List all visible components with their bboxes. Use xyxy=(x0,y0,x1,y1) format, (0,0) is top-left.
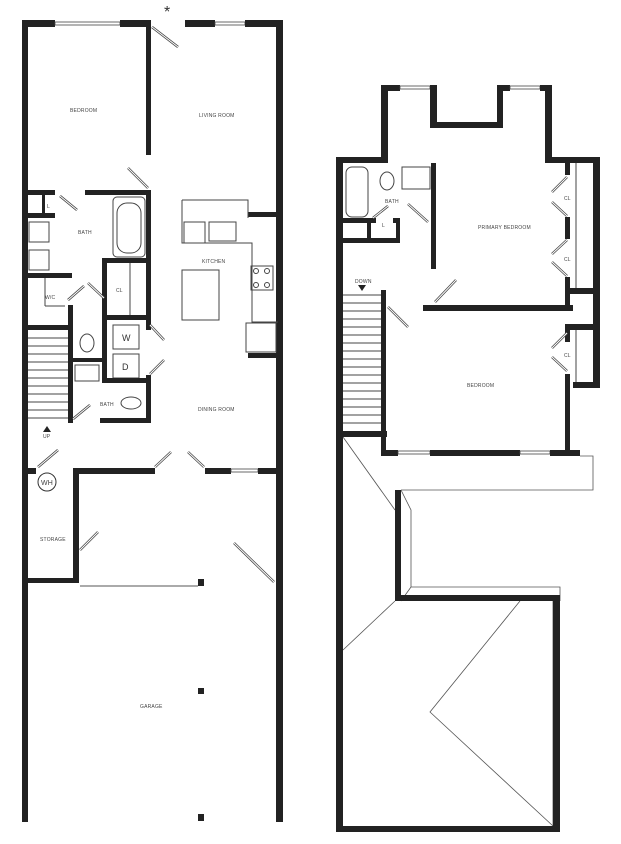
label-kitchen: KITCHEN xyxy=(202,259,226,265)
water-heater xyxy=(37,472,57,492)
label-half-bath: BATH xyxy=(100,402,114,408)
label-dining-room: DINING ROOM xyxy=(198,407,235,413)
label-down: DOWN xyxy=(355,279,372,285)
label-wc: W/C xyxy=(45,295,56,301)
label-closet-1: CL xyxy=(564,196,571,202)
label-closet-3: CL xyxy=(564,353,571,359)
label-bedroom: BEDROOM xyxy=(70,108,97,114)
label-upstairs-bath: BATH xyxy=(385,199,399,205)
label-living-room: LIVING ROOM xyxy=(199,113,235,119)
label-upstairs-linen: L xyxy=(382,223,385,229)
label-upstairs-bedroom: BEDROOM xyxy=(467,383,494,389)
label-closet-2: CL xyxy=(564,257,571,263)
label-bath: BATH xyxy=(78,230,92,236)
label-garage: GARAGE xyxy=(140,704,163,710)
arrow-up-icon xyxy=(43,426,51,432)
label-linen: L xyxy=(47,204,50,210)
entrance-marker: * xyxy=(164,4,170,21)
label-closet: CL xyxy=(116,288,123,294)
label-dryer: D xyxy=(122,362,129,372)
first-floor-plan: * xyxy=(22,4,283,822)
label-up: UP xyxy=(43,434,51,440)
second-floor-plan: BATH L PRIMARY BEDROOM CL CL CL DOWN BED… xyxy=(336,85,600,832)
arrow-down-icon xyxy=(358,285,366,291)
stairs-first-floor[interactable] xyxy=(28,337,68,419)
label-washer: W xyxy=(122,333,131,343)
label-storage: STORAGE xyxy=(40,537,66,543)
label-primary-bedroom: PRIMARY BEDROOM xyxy=(478,225,531,231)
stairs-second-floor[interactable] xyxy=(343,294,381,424)
label-water-heater: WH xyxy=(41,480,53,487)
